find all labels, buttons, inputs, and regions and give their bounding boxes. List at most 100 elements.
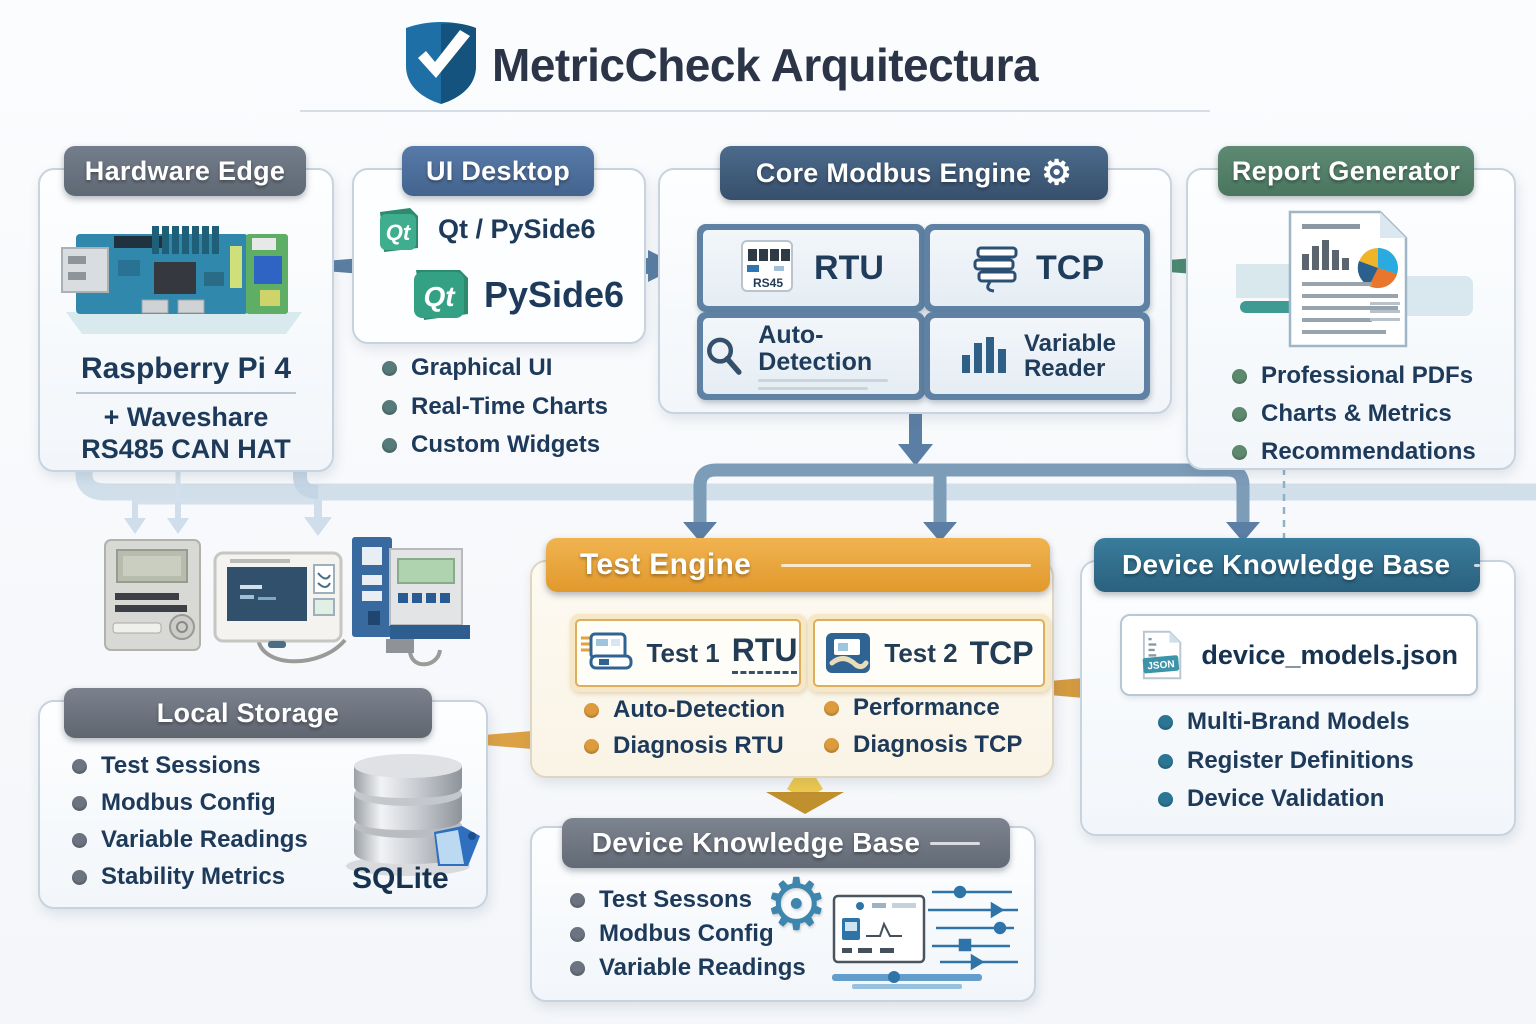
distribution-bar (693, 463, 1250, 524)
kbb-bullet-1: Test Sessons (570, 886, 752, 914)
bullet-dot-icon (570, 892, 585, 908)
core-engine-panel: RS45 RTU TCP (658, 168, 1172, 414)
ui-bullet-1: Graphical UI (382, 354, 552, 382)
stacked-frames-icon (973, 246, 1018, 293)
ui-bullet-2: Real-Time Charts (382, 393, 608, 421)
kbb-bullet-3: Variable Readings (570, 954, 806, 982)
qt-large-label: PySide6 (484, 274, 625, 315)
header-line (1474, 563, 1480, 567)
board-name: Raspberry Pi 4 (80, 352, 292, 385)
report-generator-panel: Professional PDFs Charts & Metrics Recom… (1186, 168, 1516, 470)
svg-text:Qt: Qt (386, 220, 412, 245)
qt-large-icon: Qt (414, 270, 468, 320)
test1-box: Test 1 RTU (570, 614, 806, 692)
module-tcp: TCP (924, 224, 1150, 312)
sqlite-label: SQLite (352, 862, 449, 895)
svg-text:RS45: RS45 (753, 276, 783, 290)
monitor-circuit-graphic (832, 885, 1018, 989)
test-engine-header: Test Engine (546, 538, 1050, 592)
module-variable-label1: Variable (1023, 329, 1117, 357)
ui-bullet-3: Custom Widgets (382, 431, 600, 459)
energy-meter-icon (104, 539, 201, 651)
kb-bullet-3: Device Validation (1158, 785, 1384, 813)
knowledge-base-bottom-header: Device Knowledge Base (562, 818, 1010, 868)
qt-small-label: Qt / PySide6 (438, 214, 596, 244)
bullet-dot-icon (1232, 444, 1247, 460)
bullet-dot-icon (1158, 714, 1173, 730)
ui-desktop-panel: Qt Qt / PySide6 Qt PySide6 (352, 168, 646, 344)
panel-controller-icon (213, 551, 343, 648)
svg-text:Qt: Qt (423, 281, 456, 312)
module-autodetection: Auto-Detection (697, 312, 925, 400)
storage-bullet-1: Test Sessions (72, 752, 261, 780)
bullet-dot-icon (570, 960, 585, 976)
device-models-filename: device_models.json (1201, 639, 1458, 670)
module-tcp-label: TCP (1036, 248, 1104, 287)
report-bullet-2: Charts & Metrics (1232, 400, 1452, 428)
raspberry-pi-image (61, 226, 302, 334)
test2-box: Test 2 TCP (808, 614, 1050, 692)
gear-icon: ⚙ (764, 865, 829, 945)
test-engine-panel: Test 1 RTU Test 2 TCP Auto-Detection Dia… (530, 560, 1054, 778)
ui-desktop-header: UI Desktop (402, 146, 594, 196)
module-variable-label2: Reader (1023, 355, 1106, 382)
header-line (781, 563, 1032, 567)
test2-protocol: TCP (969, 634, 1034, 671)
kb-bullet-1: Multi-Brand Models (1158, 708, 1410, 736)
hardware-edge-header: Hardware Edge (64, 146, 306, 196)
header-line (930, 841, 981, 845)
kbb-bullet-2: Modbus Config (570, 920, 774, 948)
bullet-dot-icon (382, 399, 397, 415)
test1-label: Test 1 (646, 637, 720, 668)
page-title: MetricCheck Arquitectura (492, 39, 1039, 91)
report-document-image (1236, 210, 1473, 348)
bullet-dot-icon (584, 702, 599, 718)
gear-icon: ⚙ (1041, 154, 1073, 192)
bullet-dot-icon (824, 737, 839, 753)
device-wires (256, 635, 442, 667)
bullet-dot-icon (570, 926, 585, 942)
divider (76, 392, 296, 394)
storage-bullet-3: Variable Readings (72, 826, 308, 854)
bus-band (75, 466, 1536, 501)
module-rtu: RS45 RTU (697, 224, 925, 312)
svg-text:JSON: JSON (1147, 659, 1175, 672)
core-engine-header: Core Modbus Engine ⚙ (720, 146, 1108, 200)
addon-line1: + Waveshare (103, 402, 269, 432)
decorative-lines (758, 378, 919, 390)
bullet-dot-icon (824, 700, 839, 716)
test1-protocol: RTU (731, 632, 798, 674)
rtu-device-icon (580, 632, 632, 670)
field-devices-image (104, 537, 470, 653)
magnifier-icon (707, 337, 742, 375)
report-generator-header: Report Generator (1218, 146, 1474, 196)
shield-check-icon (406, 22, 476, 104)
test-bullet-left-1: Auto-Detection (584, 696, 785, 724)
bullet-dot-icon (382, 437, 397, 453)
report-bullet-3: Recommendations (1232, 438, 1476, 466)
bullet-dot-icon (1232, 406, 1247, 422)
din-rail-device-icon (352, 537, 470, 653)
bullet-dot-icon (72, 758, 87, 774)
arrow-test-to-bottom-kb (766, 760, 844, 814)
sqlite-database-icon (346, 754, 480, 876)
local-storage-header: Local Storage (64, 688, 432, 738)
json-file-icon: JSON (1142, 630, 1182, 680)
bullet-dot-icon (72, 869, 87, 885)
bullet-dot-icon (72, 795, 87, 811)
laptop-icon (826, 633, 871, 673)
title-divider (300, 110, 1210, 112)
hardware-edge-panel: Raspberry Pi 4 + Waveshare RS485 CAN HAT (38, 168, 334, 472)
tag-icon (434, 826, 480, 866)
module-rtu-label: RTU (814, 248, 884, 287)
bullet-dot-icon (1158, 753, 1173, 769)
test-bullet-left-2: Diagnosis RTU (584, 732, 784, 760)
storage-bullet-2: Modbus Config (72, 789, 276, 817)
test2-label: Test 2 (884, 637, 958, 668)
rs485-meter-icon: RS45 (741, 240, 794, 292)
module-variable-reader: Variable Reader (924, 312, 1150, 400)
bullet-dot-icon (72, 832, 87, 848)
bullet-dot-icon (1158, 791, 1173, 807)
storage-bullet-4: Stability Metrics (72, 863, 285, 891)
